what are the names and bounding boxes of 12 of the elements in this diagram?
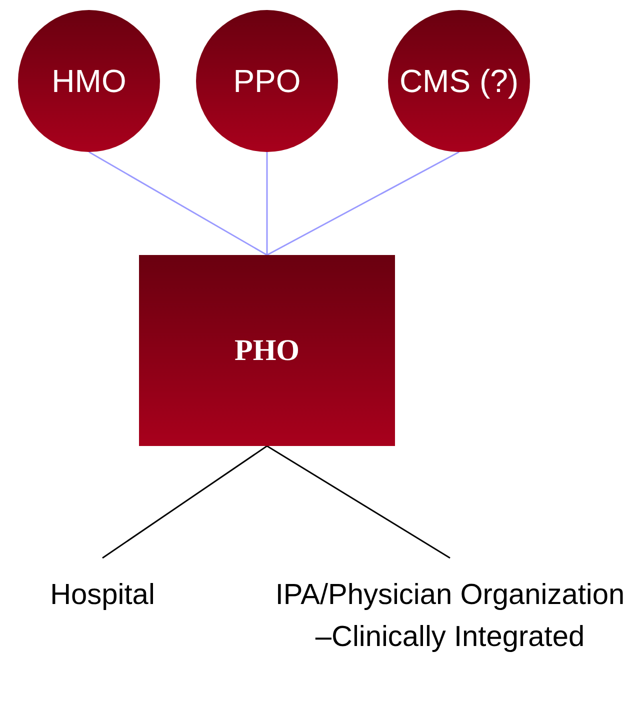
- connector-line: [266, 152, 268, 255]
- node-label: CMS (?): [399, 62, 519, 101]
- connector-line: [88, 151, 268, 256]
- node-label: PPO: [233, 62, 301, 101]
- process-box: [139, 255, 395, 446]
- connector-line: [266, 445, 450, 559]
- node-label: HMO: [52, 62, 126, 101]
- connector-line: [102, 445, 268, 559]
- connector-line: [266, 151, 460, 256]
- node-label: Hospital: [50, 578, 155, 613]
- node-label: IPA/Physician Organization –Clinically Integrated: [274, 578, 626, 656]
- node-label: PHO: [234, 333, 300, 369]
